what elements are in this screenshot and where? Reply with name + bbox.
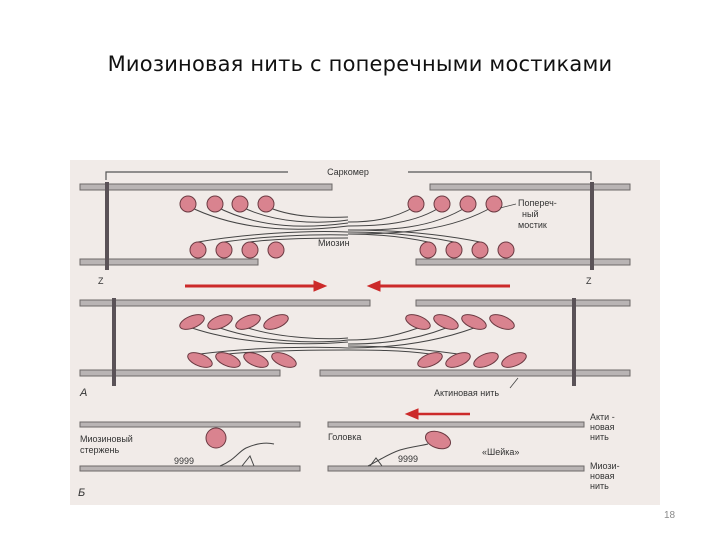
arrow-bottom [404,408,470,420]
sarcomere-label: Саркомер [327,167,369,177]
actin-filament-label: Актиновая нить [434,377,519,398]
myosin-heads-top [179,195,515,259]
myosin-right-label-2: новая [590,471,615,481]
sarcomere-bracket [105,171,592,180]
svg-text:ный: ный [522,209,538,219]
actin-right-label-3: нить [590,432,609,442]
coil-left: 9999 [174,456,194,466]
sliding-arrows [185,280,510,292]
z-label-left: Z [98,276,104,286]
sarcomere-diagram: Саркомер Z Z [70,160,660,505]
actin-right-label-2: новая [590,422,615,432]
figure-background [70,160,660,505]
z-lines-top [105,182,594,270]
myosin-tails-middle [191,327,475,355]
filaments-bottom [79,421,585,472]
z-lines-middle [112,298,576,386]
svg-text:мостик: мостик [518,220,547,230]
page-number: 18 [664,510,676,521]
svg-text:Актиновая нить: Актиновая нить [434,388,499,398]
z-label-right: Z [586,276,592,286]
myosin-rod-label-1: Миозиновый [80,434,133,444]
neck-label: «Шейка» [482,447,519,457]
myosin-heads-middle [179,314,527,368]
slide-title: Миозиновая нить с поперечными мостиками [107,52,613,76]
diagram-svg: Саркомер Z Z [70,160,660,505]
head-label: Головка [328,432,361,442]
actin-right-label-1: Акти - [590,412,615,422]
head-neck-detail: 9999 [367,430,452,467]
myosin-label: Миозин [318,238,350,248]
myosin-tails-top [187,205,495,243]
panel-a-label: А [79,387,87,399]
myosin-rod-label-2: стержень [80,445,120,455]
actin-filaments-middle [79,299,631,377]
actin-filaments-top [79,183,631,266]
myosin-right-label-1: Миози- [590,461,620,471]
coil-right: 9999 [398,454,418,464]
myosin-rod-detail: 9999 [174,427,275,467]
cross-bridge-label: Попереч- ный мостик [499,198,557,230]
myosin-right-label-3: нить [590,481,609,491]
panel-b-label: Б [78,487,85,499]
svg-text:Попереч-: Попереч- [518,198,557,208]
